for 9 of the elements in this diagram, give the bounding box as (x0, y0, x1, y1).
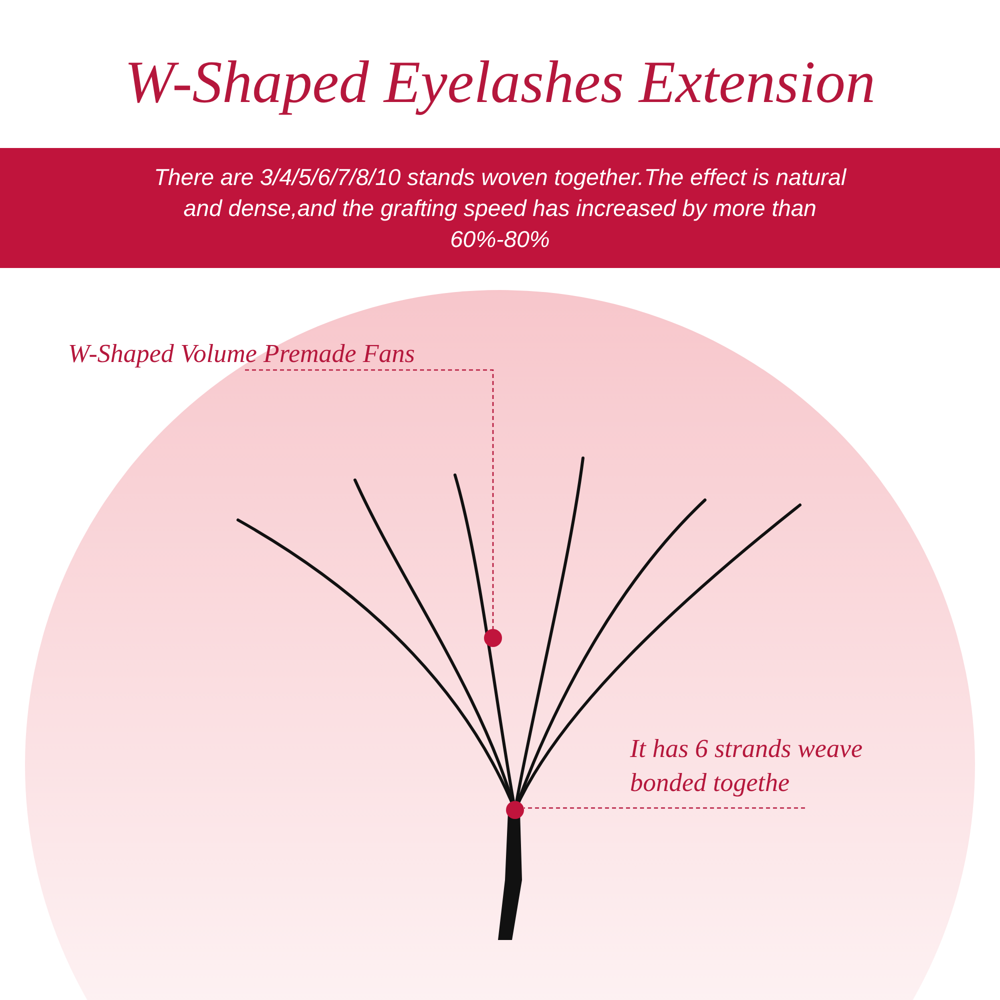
banner-text: There are 3/4/5/6/7/8/10 stands woven together.The effect is natural and dense,and the grafting speed has increased by more than 60%-80% (152, 163, 848, 254)
banner (0, 148, 1000, 268)
marker-dot (484, 629, 502, 647)
leader-line (245, 369, 494, 629)
callout-text: W-Shaped Volume Premade Fans (68, 340, 488, 368)
callout-text: It has 6 strands weave bonded togethe (630, 732, 930, 800)
leader-line (524, 807, 805, 809)
title: W-Shaped Eyelashes Extension (124, 48, 876, 117)
marker-dot (506, 801, 524, 819)
